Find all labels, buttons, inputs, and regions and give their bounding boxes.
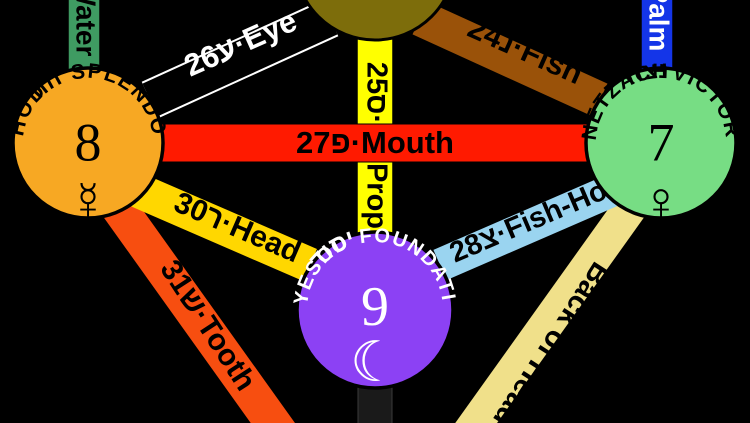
banner-water-label: Water	[71, 0, 102, 56]
path-31-label: 31ש·Tooth	[153, 254, 262, 397]
path-25-label-top: 25ס·	[360, 62, 392, 124]
mercury-icon: ☿	[68, 171, 109, 231]
banner-water: Water	[67, 0, 102, 71]
path-25-label-bottom: Prop	[360, 163, 392, 229]
sephirah-yesod-number: 9	[361, 276, 389, 338]
path-27[interactable]: 27פ·Mouth	[119, 123, 631, 163]
banner-palm-label: Palm	[644, 0, 675, 51]
venus-icon: ♀	[641, 171, 682, 231]
path-26[interactable]: 26ע·Eye	[141, 0, 339, 119]
banner-palm: Palm	[640, 0, 675, 71]
path-27-label: 27פ·Mouth	[296, 125, 454, 160]
path-24[interactable]: 24נ·Fish	[412, 1, 608, 117]
sephirah-tiphareth[interactable]: TIP TY	[295, 0, 455, 42]
sephirah-netzach-number: 7	[648, 112, 675, 172]
moon-icon: ☾	[350, 330, 400, 393]
path-29-label: Back of Head	[486, 256, 617, 423]
sephirah-hod-number: 8	[75, 112, 102, 172]
